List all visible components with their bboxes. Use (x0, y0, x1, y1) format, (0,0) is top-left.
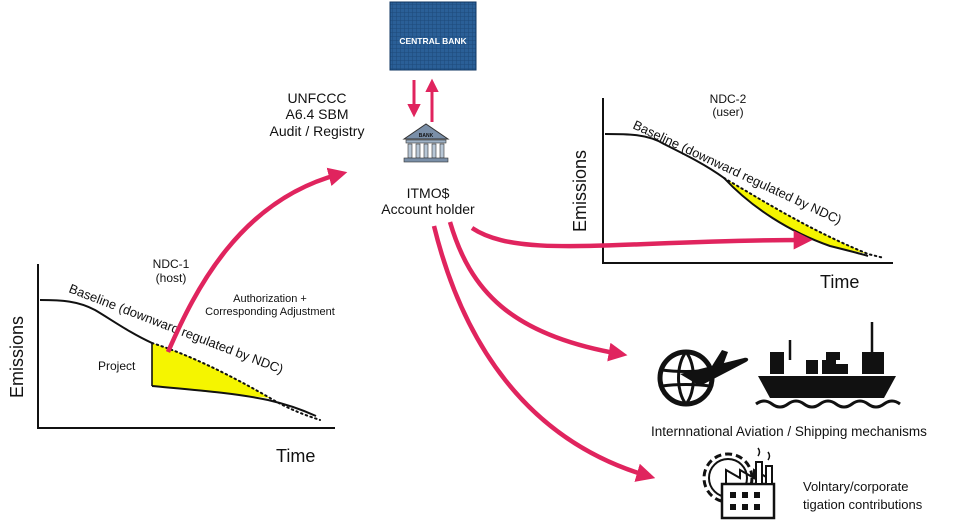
arrow-to-user-ndc (470, 226, 813, 250)
host-title-line-2: (host) (156, 271, 187, 285)
host-xlabel: Time (276, 446, 315, 466)
host-project-label: Project (98, 359, 136, 373)
voluntary-line-2: tigation contributions (803, 497, 923, 512)
authorization-line-2: Corresponding Adjustment (205, 306, 335, 318)
user-title-line-2: (user) (712, 105, 743, 119)
host-baseline-dotted (151, 342, 321, 421)
central-bank-image: CENTRAL BANK (389, 1, 477, 71)
voluntary-line-1: Volntary/corporate (803, 479, 909, 494)
host-project-curve (151, 385, 317, 417)
host-chart-axes (37, 264, 335, 429)
bank-icon-label: BANK (419, 133, 434, 139)
user-xlabel: Time (820, 272, 859, 292)
user-title-line-1: NDC-2 (710, 92, 747, 106)
globe-airplane-icon (657, 349, 749, 407)
host-ylabel: Emissions (7, 316, 27, 398)
account-line-2: Account holder (381, 201, 475, 217)
unfccc-line-2: A6.4 SBM (285, 106, 348, 122)
user-chart: Emissions Time NDC-2 (user) Baseline (do… (570, 92, 893, 292)
host-title-line-1: NDC-1 (153, 257, 190, 271)
user-chart-axes (602, 98, 893, 264)
account-line-1: ITMO$ (407, 185, 450, 201)
host-baseline-curve (39, 299, 153, 344)
host-chart: Emissions Time NDC-1 (host) Project Base… (7, 257, 335, 466)
bank-building-icon: BANK (402, 123, 450, 163)
cargo-ship-icon (755, 322, 901, 409)
account-holder-label: ITMO$ Account holder (381, 185, 475, 217)
unfccc-label: UNFCCC A6.4 SBM Audit / Registry (270, 90, 365, 139)
user-baseline-label: Baseline (downward regulated by NDC) (631, 117, 844, 227)
unfccc-line-1: UNFCCC (287, 90, 346, 106)
user-ylabel: Emissions (570, 150, 590, 232)
aviation-shipping-label: Internnational Aviation / Shipping mecha… (651, 424, 927, 439)
host-project-area (152, 343, 270, 398)
unfccc-line-3: Audit / Registry (270, 123, 365, 139)
user-baseline-dotted (723, 177, 885, 259)
arrow-to-aviation-shipping (447, 221, 628, 362)
authorization-label: Authorization + Corresponding Adjustment (205, 293, 335, 318)
factory-gear-icon (702, 447, 776, 520)
user-baseline-curve (604, 133, 869, 257)
central-bank-label: CENTRAL BANK (399, 36, 467, 46)
arrow-to-registry (165, 167, 348, 353)
arrow-to-voluntary (431, 225, 656, 482)
authorization-line-1: Authorization + (233, 293, 307, 305)
